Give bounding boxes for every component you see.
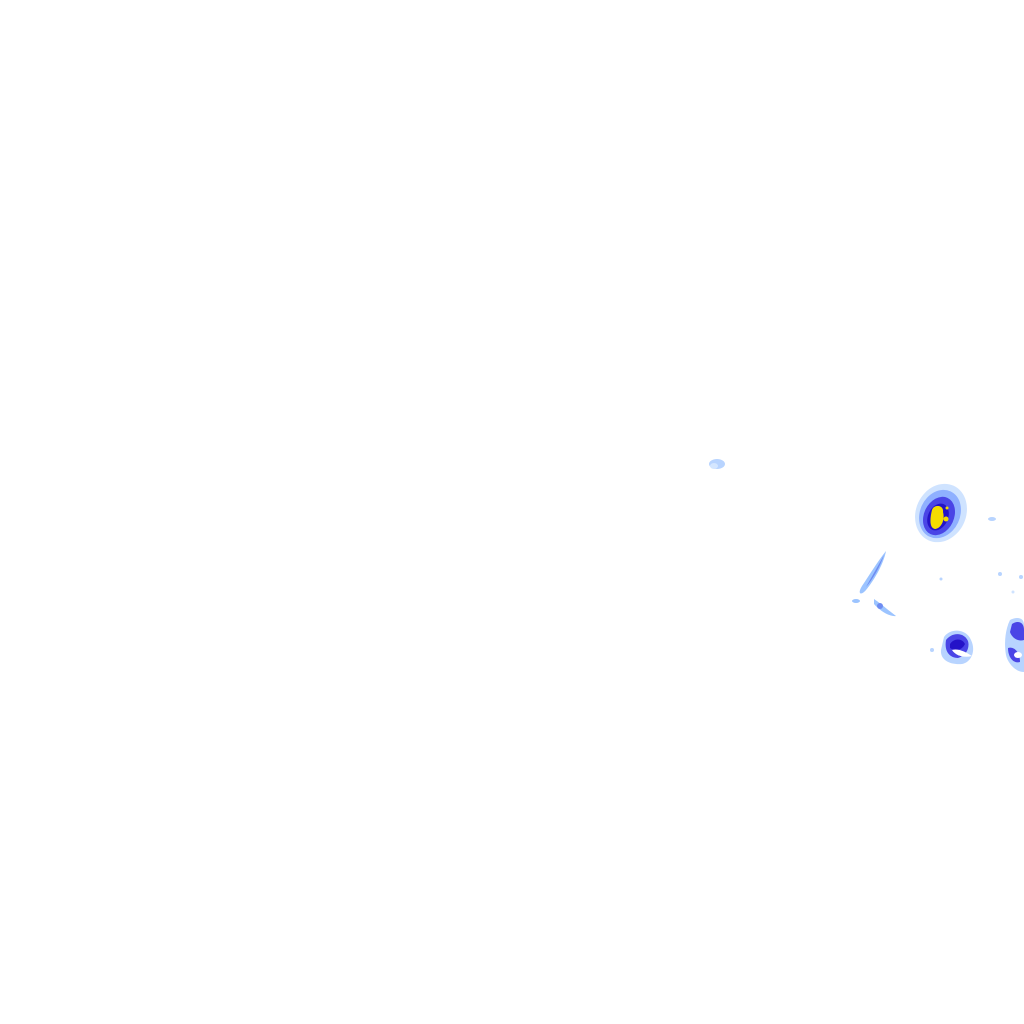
- echo-band-southwest: [852, 551, 896, 617]
- storm-cell-east-edge: [1005, 617, 1024, 672]
- echo-specks-east: [939, 517, 1023, 594]
- storm-cell-main: [915, 483, 967, 543]
- echo-small-west: [709, 459, 725, 469]
- storm-core-extreme: [930, 506, 944, 529]
- storm-cell-south: [930, 630, 974, 665]
